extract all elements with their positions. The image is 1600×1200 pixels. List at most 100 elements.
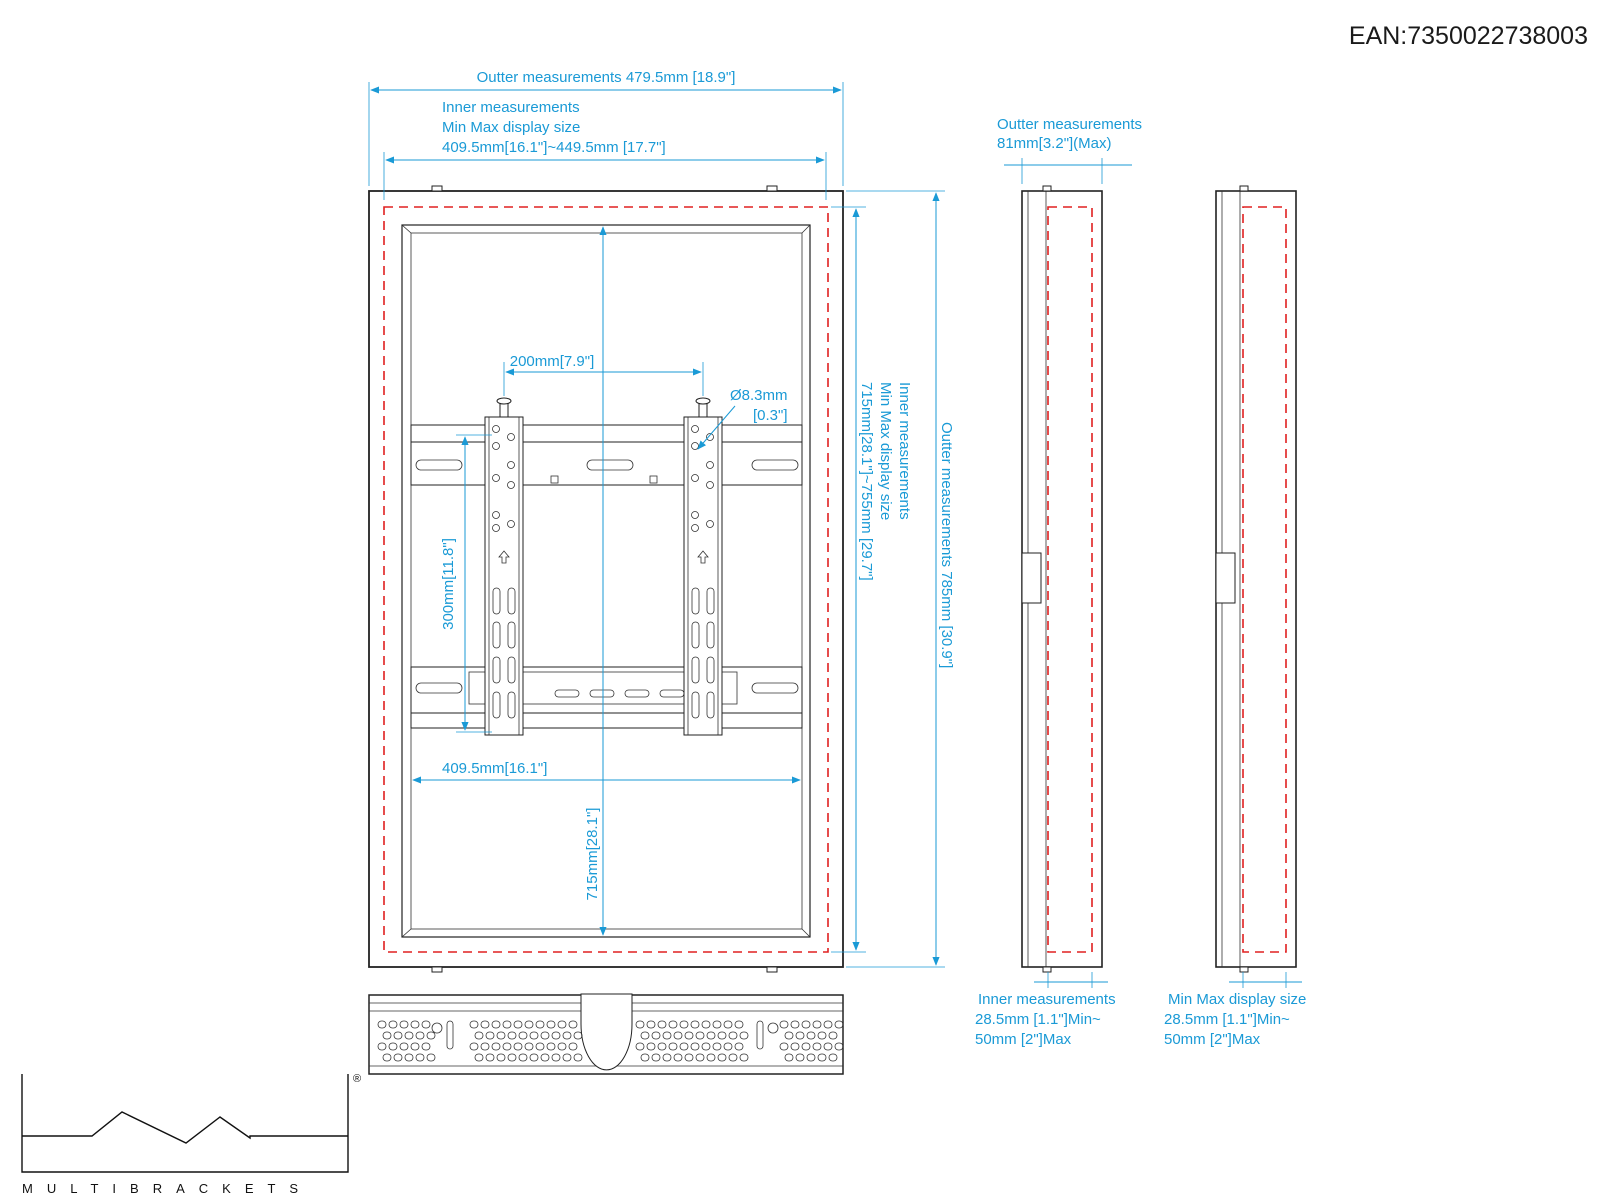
outer-height-label: Outter measurements 785mm [30.9"] [938,422,955,668]
perforation-slot [410,1020,420,1029]
perforation-slot [551,1031,561,1040]
perforation-slot [393,1053,403,1062]
display-depth-line3: 50mm [2"]Max [1164,1031,1261,1048]
perforation-slot [562,1031,572,1040]
perforation-slot [728,1031,738,1040]
perforation-slot [480,1020,490,1029]
inner-height-line1: Inner measurements [896,382,913,520]
perforation-slot [668,1042,678,1051]
perforation-slot [695,1031,705,1040]
perforation-slot [717,1031,727,1040]
perforation-slot [415,1053,425,1062]
perforation-slot [507,1031,517,1040]
perforation-slot [469,1020,479,1029]
perforation-slot [496,1053,506,1062]
perforation-slot [546,1042,556,1051]
logo-mark [21,1074,349,1173]
inner-depth-line3: 50mm [2"]Max [975,1031,1072,1048]
perforation-slot [823,1042,833,1051]
perforation-slot [421,1042,431,1051]
perforation-slot [568,1020,578,1029]
perforation-slot [410,1042,420,1051]
display-depth-line2: 28.5mm [1.1"]Min~ [1164,1011,1290,1028]
perforation-slot [662,1053,672,1062]
perforation-slot [474,1053,484,1062]
perforation-slot [524,1042,534,1051]
perforation-slot [377,1020,387,1029]
perforation-slot [535,1042,545,1051]
perforation-slot [790,1020,800,1029]
perforation-slot [573,1053,583,1062]
inner-depth-line2: 28.5mm [1.1"]Min~ [975,1011,1101,1028]
perforation-slot [795,1031,805,1040]
perforation-slot [834,1020,844,1029]
perforation-slot [784,1031,794,1040]
perforation-slot [706,1053,716,1062]
perforation-slot [651,1053,661,1062]
perforation-slot [684,1031,694,1040]
perforation-slot [480,1042,490,1051]
perforation-slot [734,1020,744,1029]
perforation-slot [404,1031,414,1040]
perforation-slot [690,1042,700,1051]
perforation-slot [426,1053,436,1062]
brand-name: MULTIBRACKETS [22,1181,312,1196]
perforation-slot [646,1020,656,1029]
display-outline-side-2 [1242,206,1287,953]
front-view: Outter measurements 479.5mm [18.9"] Inne… [368,69,955,973]
perforation-slot [728,1053,738,1062]
perforation-slot [540,1053,550,1062]
display-outline-side [1047,206,1093,953]
perforation-slot [812,1020,822,1029]
outer-depth-line1: Outter measurements [997,116,1142,133]
inner-frame [401,224,811,938]
perforation-slot [562,1053,572,1062]
vesa-width-label: 200mm[7.9"] [510,353,595,370]
perforation-slot [421,1020,431,1029]
perforation-slot [557,1020,567,1029]
display-outline-front [383,206,829,953]
perforation-slot [502,1020,512,1029]
perforation-slot [706,1031,716,1040]
perforation-slot [426,1031,436,1040]
perforation-slot [651,1031,661,1040]
perforation-slot [491,1042,501,1051]
inner-width-line1: Inner measurements [442,99,580,116]
perforation-slot [712,1020,722,1029]
perforation-slot [502,1042,512,1051]
min-width-label: 409.5mm[16.1"] [442,760,547,777]
perforation-slot [388,1042,398,1051]
min-height-label: 715mm[28.1"] [584,808,601,901]
perforation-slot [701,1042,711,1051]
perforation-slot [485,1031,495,1040]
perforation-slot [573,1031,583,1040]
perforation-slot [723,1042,733,1051]
perforation-slot [673,1053,683,1062]
side-view-2: Min Max display size 28.5mm [1.1"]Min~ 5… [1164,185,1306,1048]
perforation-slot [474,1031,484,1040]
perforation-slot [779,1020,789,1029]
perforation-slot [668,1020,678,1029]
perforation-slot [399,1020,409,1029]
inner-width-line3: 409.5mm[16.1"]~449.5mm [17.7"] [442,139,666,156]
perforation-slot [790,1042,800,1051]
perforation-slot [518,1031,528,1040]
perforation-slot [662,1031,672,1040]
perforation-slot [646,1042,656,1051]
perforation-slot [801,1020,811,1029]
perforation-slot [690,1020,700,1029]
perforation-slot [388,1020,398,1029]
perforation-slot [834,1042,844,1051]
perforation-slot [496,1031,506,1040]
perforation-slot [812,1042,822,1051]
inner-width-line2: Min Max display size [442,119,580,136]
outer-depth-line2: 81mm[3.2"](Max) [997,135,1112,152]
side-view: Outter measurements 81mm[3.2"](Max) Inne… [975,116,1142,1048]
perforation-slot [546,1020,556,1029]
perforation-slot [507,1053,517,1062]
inner-height-line3: 715mm[28.1"]~755mm [29.7"] [858,382,875,581]
perforation-slot [551,1053,561,1062]
outer-frame [368,190,844,968]
perforation-slot [684,1053,694,1062]
